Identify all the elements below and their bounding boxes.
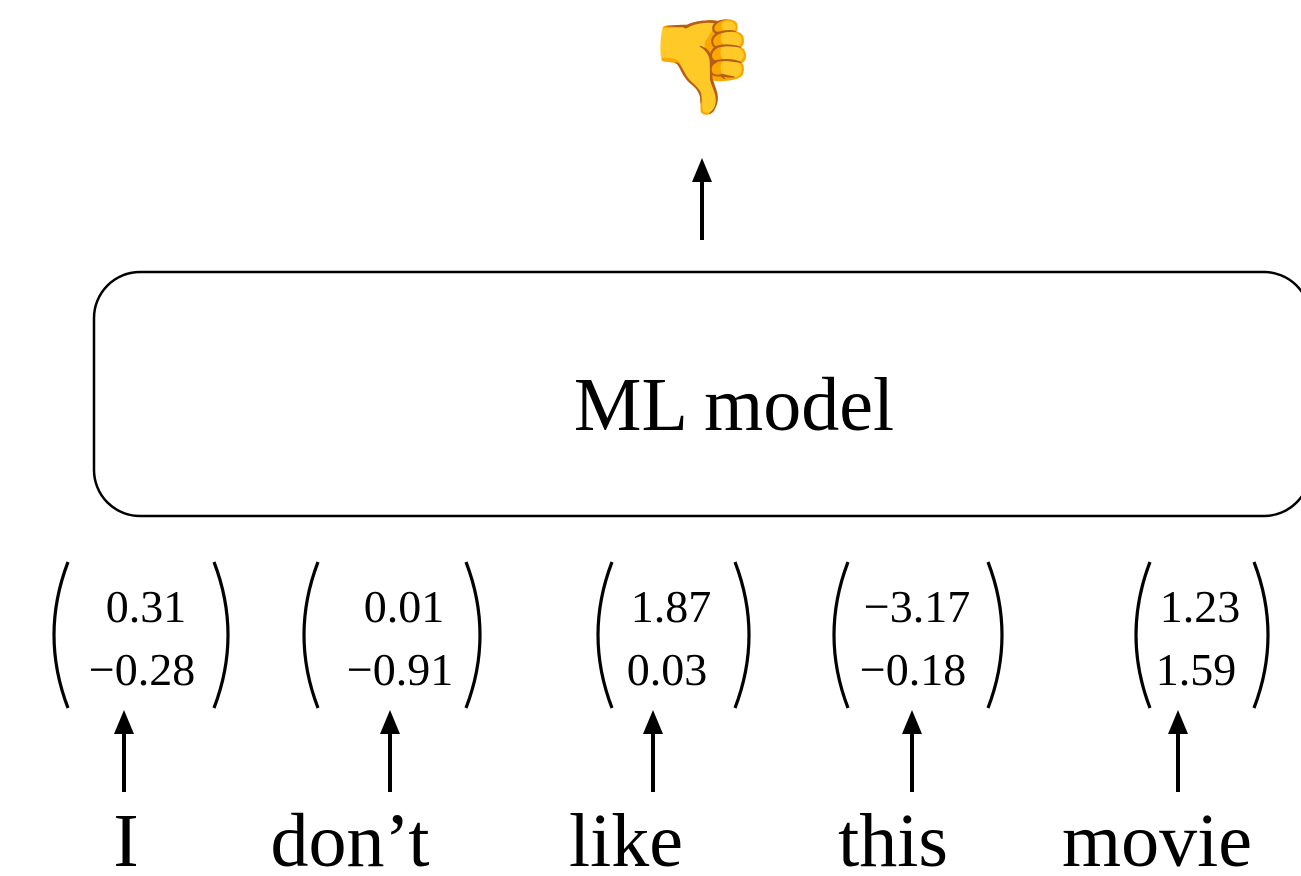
vector-value-bottom: −0.91 xyxy=(347,644,453,695)
token-arrow xyxy=(643,710,663,792)
vector-value-top: 0.01 xyxy=(364,581,445,632)
token-word: movie xyxy=(1062,799,1252,876)
vector-value-top: 1.87 xyxy=(631,581,712,632)
left-paren xyxy=(1134,561,1152,709)
vector-value-bottom: 0.03 xyxy=(627,644,708,695)
vector-value-top: 0.31 xyxy=(106,581,187,632)
vector-value-bottom: −0.18 xyxy=(860,644,966,695)
right-paren xyxy=(464,561,482,709)
token-arrow xyxy=(114,710,134,792)
token-word: this xyxy=(838,799,948,876)
token-word: I xyxy=(113,799,138,876)
token-column: 1.23 1.59 movie xyxy=(1062,561,1270,876)
model-box: ML model xyxy=(92,270,1301,518)
vector-value-top: 1.23 xyxy=(1160,581,1241,632)
left-paren xyxy=(302,561,320,709)
token-column: 0.01 −0.91 don’t xyxy=(270,561,482,876)
token-column: 1.87 0.03 like xyxy=(569,561,751,876)
vector-value-bottom: −0.28 xyxy=(89,644,195,695)
right-paren xyxy=(733,561,751,709)
output-arrow xyxy=(692,158,712,240)
thumbs-down-icon: 👎 xyxy=(645,13,760,120)
model-label: ML model xyxy=(574,363,894,447)
token-column: −3.17 −0.18 this xyxy=(832,561,1004,876)
vector-value-bottom: 1.59 xyxy=(1156,644,1237,695)
vector-value-top: −3.17 xyxy=(864,581,970,632)
token-word: like xyxy=(569,799,683,876)
token-arrow xyxy=(902,710,922,792)
token-column: 0.31 −0.28I xyxy=(52,561,230,876)
left-paren xyxy=(52,561,70,709)
token-arrow xyxy=(380,710,400,792)
right-paren xyxy=(212,561,230,709)
right-paren xyxy=(986,561,1004,709)
token-arrow xyxy=(1168,710,1188,792)
left-paren xyxy=(596,561,614,709)
token-columns: 0.31 −0.28I 0.01 −0.91 don’t 1.87 0.03 like −3.1… xyxy=(52,561,1270,876)
right-paren xyxy=(1252,561,1270,709)
left-paren xyxy=(832,561,850,709)
token-word: don’t xyxy=(270,799,429,876)
